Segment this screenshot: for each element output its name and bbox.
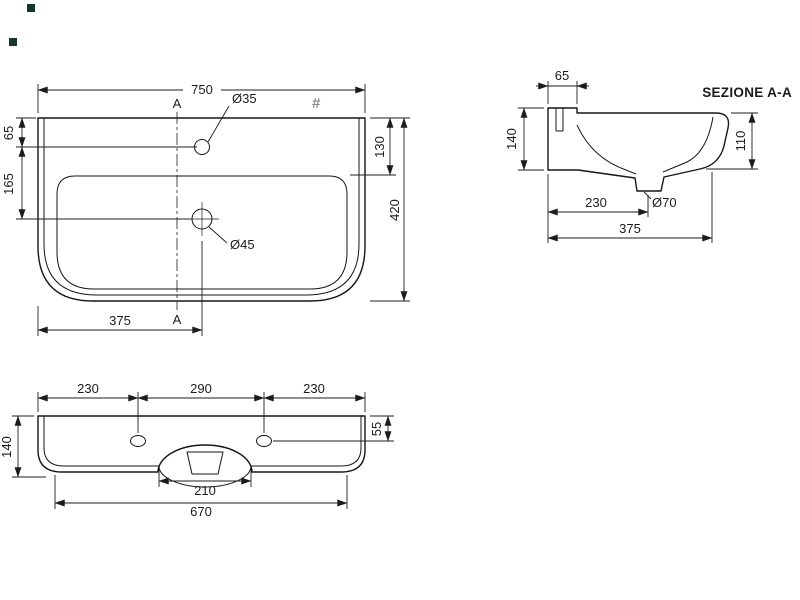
leader-line bbox=[208, 226, 228, 244]
section-bowl-inner-front bbox=[662, 116, 714, 173]
section-outline bbox=[547, 107, 730, 192]
hash-mark: # bbox=[312, 95, 321, 112]
dim-label-rim-to-bowl: 130 bbox=[372, 136, 387, 158]
leader-line bbox=[643, 191, 652, 200]
dim-label-front-view-height: 140 bbox=[0, 436, 14, 458]
label-mask bbox=[183, 83, 221, 97]
dim-label-tap-to-drain: 165 bbox=[1, 173, 16, 195]
dim-label-right-span: 230 bbox=[303, 381, 325, 396]
front-view: 230 290 230 140 55 210 670 bbox=[0, 381, 394, 519]
dim-label-edge-to-drain: 375 bbox=[109, 313, 131, 328]
plan-outer-outline bbox=[37, 117, 366, 302]
leader-line bbox=[207, 105, 230, 143]
dim-label-width: 750 bbox=[191, 82, 213, 97]
dim-label-arch-width: 210 bbox=[194, 483, 216, 498]
fixing-hole-left bbox=[130, 435, 146, 447]
dim-label-hole-drop: 55 bbox=[369, 422, 384, 436]
plan-bowl-outline bbox=[56, 175, 348, 290]
dim-label-section-depth: 375 bbox=[619, 221, 641, 236]
dim-label-center-span: 290 bbox=[190, 381, 212, 396]
dim-label-wall: 65 bbox=[555, 68, 569, 83]
fixing-hole-right bbox=[256, 435, 272, 447]
dim-label-wall-to-drain: 230 bbox=[585, 195, 607, 210]
dim-label-front-height: 110 bbox=[733, 131, 748, 152]
section-letter-bottom: A bbox=[173, 312, 182, 327]
front-outer-outline bbox=[37, 415, 366, 473]
section-title: SEZIONE A-A bbox=[702, 85, 792, 100]
section-letter-top: A bbox=[173, 96, 182, 111]
corner-mark bbox=[9, 38, 17, 46]
dim-label-rim-to-tap: 65 bbox=[1, 126, 16, 140]
dim-label-height: 140 bbox=[504, 128, 519, 150]
siphon-cover bbox=[186, 451, 224, 475]
tap-hole-label: Ø35 bbox=[232, 91, 257, 106]
section-view: SEZIONE A-A 65 140 110 230 Ø70 bbox=[504, 68, 792, 243]
section-drain-label: Ø70 bbox=[652, 195, 677, 210]
dim-label-base-width: 670 bbox=[190, 504, 212, 519]
front-rim-line bbox=[43, 416, 362, 488]
drain-hole-label: Ø45 bbox=[230, 237, 255, 252]
dim-label-depth: 420 bbox=[387, 199, 402, 221]
section-bowl-inner-back bbox=[576, 124, 637, 175]
plan-rim-line bbox=[43, 118, 360, 296]
dim-label-left-span: 230 bbox=[77, 381, 99, 396]
plan-view: 750 65 165 130 420 375 A A Ø35 Ø45 # bbox=[1, 82, 410, 336]
corner-mark bbox=[27, 4, 35, 12]
